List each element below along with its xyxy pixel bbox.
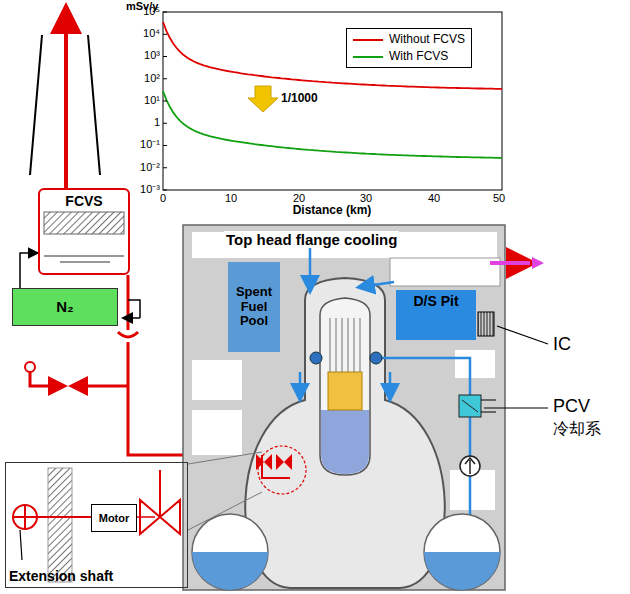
legend-row: Without FCVS bbox=[353, 31, 465, 48]
legend-text: Without FCVS bbox=[389, 33, 465, 47]
part-label: 冷却系 bbox=[553, 420, 601, 438]
tick-label: 20 bbox=[293, 192, 305, 205]
tick bbox=[163, 34, 167, 35]
axis-title: Distance (km) bbox=[293, 204, 372, 218]
part-label: Top head flange cooling bbox=[224, 231, 399, 248]
tick bbox=[163, 167, 167, 168]
legend-line bbox=[353, 56, 383, 58]
tick bbox=[163, 101, 167, 102]
tick bbox=[163, 12, 167, 13]
tick-label: 10 bbox=[225, 192, 237, 205]
motor-box: Motor bbox=[91, 504, 137, 532]
part-label: PCV bbox=[553, 396, 590, 417]
legend-row: With FCVS bbox=[353, 48, 465, 65]
tick-label: 40 bbox=[428, 192, 440, 205]
tick bbox=[163, 123, 167, 124]
pool-box: Spent Fuel Pool bbox=[228, 262, 280, 352]
tick-label: 0 bbox=[160, 192, 166, 205]
node-text: Spent Fuel Pool bbox=[231, 285, 277, 330]
reduction-note: 1/1000 bbox=[281, 92, 318, 106]
tick-label: 10¹ bbox=[144, 94, 160, 107]
nitrogen-box: N₂ bbox=[12, 288, 118, 326]
tick-label: 10⁻² bbox=[140, 161, 160, 174]
pit-box: D/S Pit bbox=[396, 290, 476, 340]
tick bbox=[163, 78, 167, 79]
tick-label: 10² bbox=[144, 72, 160, 85]
legend-line bbox=[353, 39, 383, 41]
legend-text: With FCVS bbox=[389, 50, 448, 64]
tick-label: 10⁵ bbox=[143, 5, 160, 18]
tick-label: 30 bbox=[360, 192, 372, 205]
tick bbox=[163, 56, 167, 57]
tick bbox=[163, 145, 167, 146]
filter-vessel: FCVS bbox=[38, 188, 130, 275]
node-text: D/S Pit bbox=[413, 293, 458, 309]
legend-box: Without FCVS With FCVS bbox=[346, 28, 472, 68]
node-text: Motor bbox=[99, 512, 130, 525]
tick-label: 10⁴ bbox=[143, 27, 160, 40]
tick-label: 10⁻¹ bbox=[140, 138, 160, 151]
node-text: FCVS bbox=[63, 193, 104, 209]
inset-box: Extension shaft Motor bbox=[5, 462, 188, 588]
tick bbox=[163, 190, 167, 191]
dose-curve bbox=[163, 22, 502, 89]
connector bbox=[20, 253, 38, 288]
tick-label: 50 bbox=[493, 192, 505, 205]
part-label: IC bbox=[553, 334, 571, 355]
tick-label: 10⁻³ bbox=[140, 183, 160, 196]
tick-label: 1 bbox=[154, 116, 160, 129]
node-text: Extension shaft bbox=[9, 568, 113, 584]
dose-curve bbox=[163, 91, 502, 158]
node-text: N₂ bbox=[56, 298, 74, 315]
tick-label: 10³ bbox=[144, 49, 160, 62]
